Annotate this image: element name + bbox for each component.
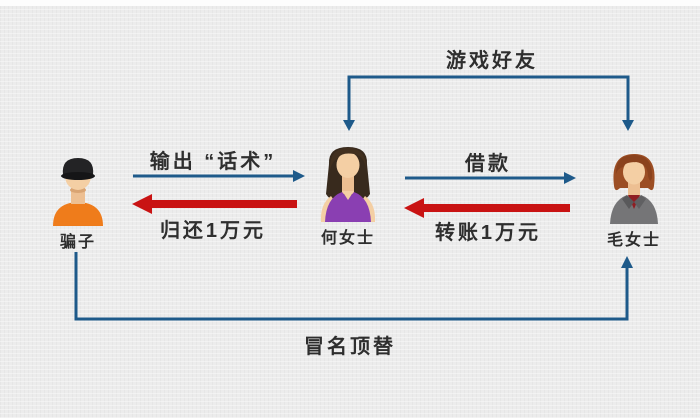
loan-label: 借款 [465, 153, 511, 175]
edge-repay [132, 194, 297, 214]
top-white-strip [0, 0, 700, 6]
cap-brim [61, 172, 95, 180]
he-neck [342, 176, 354, 194]
ms-mao-label: 毛女士 [606, 232, 661, 249]
transfer-label: 转账1万元 [434, 222, 542, 244]
mao-lapel-right [634, 195, 646, 209]
edge-script-output [133, 170, 305, 182]
mao-gray-blazer [610, 195, 658, 224]
impersonate-label: 冒名顶替 [304, 336, 396, 358]
script-output-label: 输出 “话术” [149, 151, 277, 173]
mao-face [623, 159, 645, 185]
actor-scammer: 骗子 [46, 156, 110, 252]
he-purple-top [325, 192, 371, 222]
he-chest [342, 191, 354, 200]
ms-he-label: 何女士 [320, 230, 375, 247]
edge-impersonate [74, 252, 633, 321]
ms-he-icon [320, 147, 376, 222]
mao-neck [628, 182, 640, 198]
arrowhead-down-icon [343, 120, 355, 131]
edge-game-friends [343, 75, 634, 131]
scammer-icon [53, 158, 103, 226]
arrowhead-left-icon [404, 198, 424, 218]
scammer-label: 骗子 [59, 234, 96, 251]
game-friends-bracket-line [347, 75, 630, 121]
arrowhead-right-icon [293, 170, 305, 182]
scammer-body [53, 202, 103, 226]
edge-loan [405, 172, 576, 184]
mao-lapel-left [622, 195, 634, 209]
ms-mao-icon [610, 154, 658, 224]
black-cap-icon [62, 158, 94, 177]
actor-ms-he: 何女士 [316, 146, 380, 248]
mao-fringe-hair [615, 155, 653, 181]
game-friends-label: 游戏好友 [446, 50, 538, 72]
arrowhead-right-icon [564, 172, 576, 184]
arrowhead-up-icon [621, 256, 633, 268]
he-face [336, 152, 360, 178]
repay-label: 归还1万元 [159, 220, 267, 242]
impersonate-elbow-line [74, 252, 629, 321]
arrowhead-left-icon [132, 194, 152, 214]
edge-transfer [404, 198, 570, 218]
actor-ms-mao: 毛女士 [602, 152, 666, 250]
arrowhead-down-icon [622, 120, 634, 131]
he-fringe-hair [329, 148, 367, 170]
